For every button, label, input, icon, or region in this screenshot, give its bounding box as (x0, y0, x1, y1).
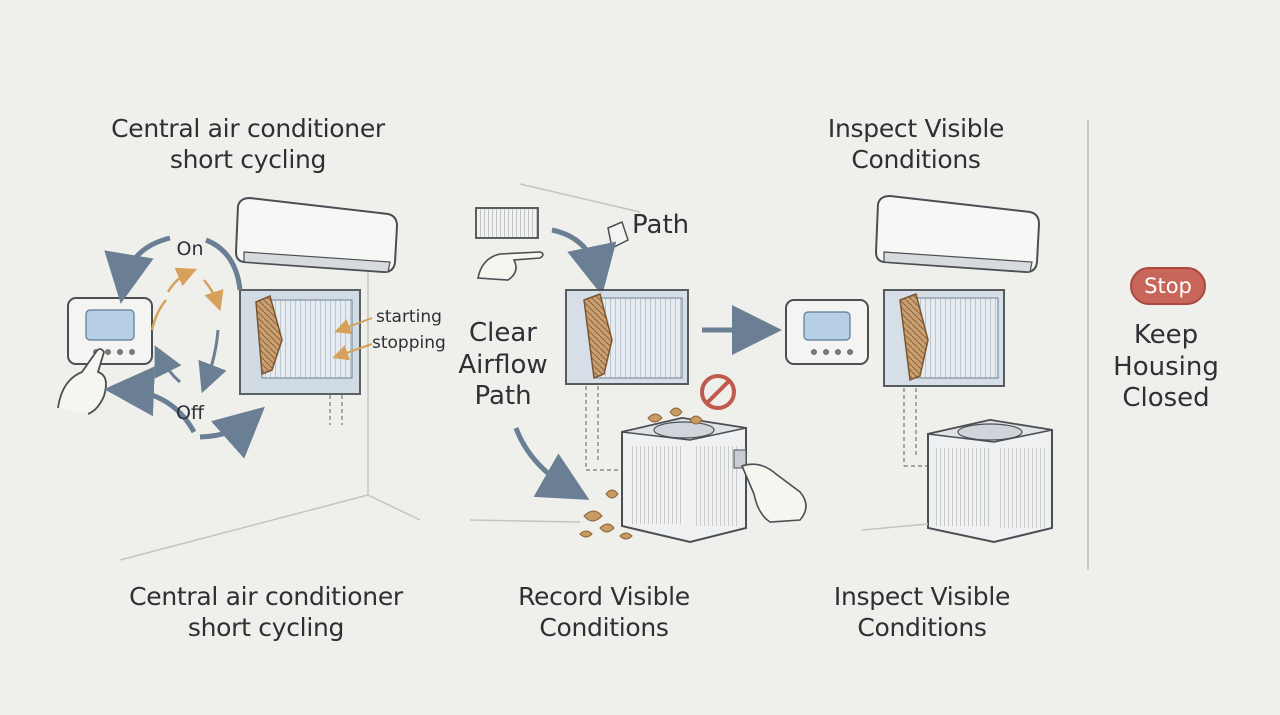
left-panel-art (57, 196, 421, 561)
leaves-icon (579, 407, 703, 540)
clear-airflow-label: Clear Airflow Path (448, 318, 558, 413)
off-label: Off (175, 402, 205, 424)
indoor-coil-icon-right (883, 289, 1005, 467)
right-caption-line2: Conditions (857, 612, 987, 642)
keep-housing-closed: Keep Housing Closed (1098, 320, 1234, 415)
pointing-hand-icon (477, 251, 544, 281)
no-sign-icon (700, 374, 736, 410)
on-label: On (176, 238, 204, 260)
indoor-coil-icon-middle (565, 289, 689, 471)
wall-unit-icon-right (874, 194, 1041, 274)
condenser-icon-middle (621, 416, 747, 544)
indoor-coil-icon (239, 289, 361, 425)
starting-label: starting (376, 307, 442, 327)
right-panel-art (785, 194, 1053, 544)
clear-line1: Clear (469, 318, 537, 348)
right-caption-line1: Inspect Visible (833, 582, 1011, 611)
clear-line2: Airflow (458, 349, 548, 380)
thermostat-icon (67, 297, 153, 365)
hand-icon (57, 348, 107, 415)
stop-badge: Stop (1130, 267, 1206, 305)
keep-line2: Housing (1113, 351, 1219, 382)
stopping-label: stopping (372, 333, 446, 353)
middle-caption-line2: Conditions (539, 612, 669, 642)
left-caption-line2: short cycling (187, 612, 345, 642)
middle-caption: Record Visible Conditions (484, 582, 724, 643)
right-title: Inspect Visible Conditions (796, 114, 1036, 175)
tag-icon (607, 220, 629, 250)
clear-line3: Path (474, 381, 532, 412)
right-title-line1: Inspect Visible (827, 114, 1005, 143)
hand-icon-middle (740, 463, 807, 523)
right-caption: Inspect Visible Conditions (802, 582, 1042, 643)
left-title-line2: short cycling (169, 144, 327, 174)
thermostat-icon-right (785, 299, 869, 365)
wall-unit-icon (234, 196, 399, 274)
keep-line1: Keep (1133, 320, 1199, 350)
condenser-icon-right (927, 418, 1053, 544)
middle-panel-art (469, 183, 807, 544)
left-caption-line1: Central air conditioner (129, 582, 403, 611)
left-title-line1: Central air conditioner (111, 114, 385, 143)
right-title-line2: Conditions (851, 144, 981, 174)
path-label: Path (632, 210, 690, 240)
vent-icon (475, 207, 539, 239)
left-caption: Central air conditioner short cycling (106, 582, 426, 643)
middle-caption-line1: Record Visible (518, 582, 690, 611)
keep-line3: Closed (1122, 383, 1210, 414)
left-title: Central air conditioner short cycling (88, 114, 408, 175)
